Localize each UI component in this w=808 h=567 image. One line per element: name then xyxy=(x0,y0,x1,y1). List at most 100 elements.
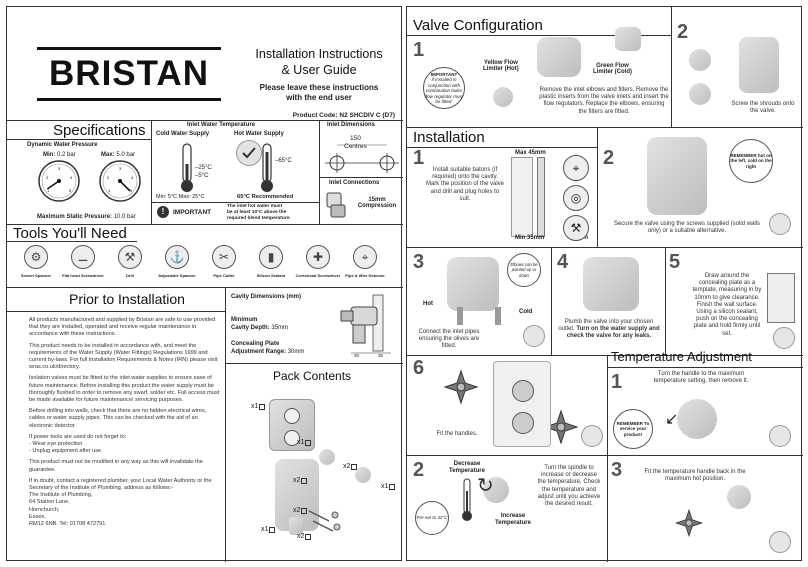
install-step6-number: 6 xyxy=(413,357,425,379)
prior-paragraph: This product must not be modified in any… xyxy=(29,459,203,473)
install-step3-number: 3 xyxy=(413,251,425,273)
cold-low: –5°C xyxy=(195,173,209,179)
crosshead-screwdriver-icon: ✚ xyxy=(306,245,330,269)
silicon-sealant-icon: ▮ xyxy=(259,245,283,269)
guide-subtitle-line1: Please leave these instructions xyxy=(259,83,379,92)
tools-heading: Tools You'll Need xyxy=(13,225,127,242)
concealing-plate-image xyxy=(269,399,315,451)
increase-label: Increase Temperature xyxy=(495,513,531,526)
gauge-tick-label: 3 xyxy=(58,166,61,171)
remember-callout: REMEMBER hot on the left, cold on the ri… xyxy=(729,139,773,183)
divider xyxy=(407,147,597,149)
preset-callout: Pre-set to 42°C xyxy=(415,501,449,535)
hot-label: Hot xyxy=(423,301,433,307)
valve-step2-text: Screw the shrouds onto the valve. xyxy=(731,101,795,115)
inlet-connections-title: Inlet Connections xyxy=(329,180,380,186)
handle-remove-image xyxy=(677,399,717,439)
divider xyxy=(151,120,153,224)
cavity-diagram xyxy=(340,294,391,354)
hot-limiter-label: Yellow Flow Limiter (Hot) xyxy=(483,60,519,72)
temp-step3-check-badge xyxy=(769,531,791,553)
screws-icon xyxy=(308,510,341,532)
important-note: The inlet hot water must be at least 10°… xyxy=(227,204,291,221)
arrow-icon: ↙ xyxy=(665,411,679,428)
shroud-image xyxy=(355,467,371,483)
guide-subtitle-line2: with the end user xyxy=(286,93,352,102)
prior-paragraph: Before drilling into walls, check that t… xyxy=(29,408,207,429)
temp-step1-number: 1 xyxy=(611,371,623,393)
pack-count: x2 xyxy=(297,533,312,540)
pressure-max-value: 5.0 bar xyxy=(116,152,136,158)
decrease-label: Decrease Temperature xyxy=(449,461,485,474)
install-step6-text: Fit the handles. xyxy=(436,431,478,437)
pack-count: x1 xyxy=(297,439,312,446)
pressure-min-value: 0.2 bar xyxy=(57,152,76,158)
inlet-connections-value: 15mm Compression xyxy=(357,197,397,209)
install-step5-text: Draw around the concealing plate as a te… xyxy=(692,273,762,337)
cross-handle-icon xyxy=(443,369,479,405)
prior-paragraph: RM12 6NB. Tel: 01708 472791 xyxy=(29,521,106,528)
gauge-tick-label: 1 xyxy=(108,188,111,193)
gauge-tick-label: 5 xyxy=(130,188,133,193)
hot-recommended: 65°C Recommended xyxy=(237,194,294,200)
divider xyxy=(671,7,673,127)
gauge-tick-label: 5 xyxy=(69,188,72,193)
divider xyxy=(319,177,403,179)
adjustable-spanner-icon: ⚓ xyxy=(165,245,189,269)
drill-icon: ⚒ xyxy=(563,215,589,241)
tool-label-silicon-sealant: Silicon Sealant xyxy=(256,273,286,278)
valve-step1-number: 1 xyxy=(413,39,425,61)
spindle-image xyxy=(289,517,303,535)
temp-step3-text: Fit the temperature handle back in the m… xyxy=(644,469,746,483)
divider xyxy=(665,247,667,355)
install-step1-text: Install suitable batons (if required) on… xyxy=(425,167,505,202)
pressure-gauge-min: 1 2 3 4 5 xyxy=(38,160,80,202)
min-label: Min 35mm xyxy=(515,235,545,241)
handle-image xyxy=(319,449,335,465)
product-code: Product Code: N2 SHCDIV C (D7) xyxy=(292,112,395,119)
divider xyxy=(151,202,319,204)
pressure-gauge-max: 1 2 3 4 5 xyxy=(99,160,141,202)
hot-thermometer xyxy=(261,143,273,192)
installation-heading: Installation xyxy=(413,129,485,146)
check-icon xyxy=(242,147,256,159)
pressure-min-label: Min: xyxy=(43,152,56,158)
cavity-dim-b: 35 xyxy=(378,353,384,358)
guide-title-line2: & User Guide xyxy=(281,63,357,77)
checkbox-icon xyxy=(305,439,312,446)
valve-elbow-left-image xyxy=(493,87,513,107)
gauge-tick-label: 2 xyxy=(107,175,110,180)
inlet-dimensions-value: 150 xyxy=(350,135,361,142)
pressure-title: Dynamic Water Pressure xyxy=(27,142,98,148)
spindle-adjust-image xyxy=(483,477,509,503)
temp-adjust-heading: Temperature Adjustment xyxy=(611,349,752,364)
valve-side-image xyxy=(739,37,779,93)
step2-check-badge xyxy=(769,213,791,235)
step5-check-badge xyxy=(773,327,795,349)
pack-count: x1 xyxy=(251,403,266,410)
handle-refit-image xyxy=(727,485,751,509)
elbows-callout: Elbows can be pointed up or down xyxy=(507,253,541,287)
prior-paragraph: Essex, xyxy=(29,513,46,520)
divider xyxy=(319,120,321,224)
valve-elbow-right-image xyxy=(615,27,641,51)
cavity-dim-a: 30 xyxy=(354,353,360,358)
divider xyxy=(607,367,803,369)
pack-heading: Pack Contents xyxy=(273,369,352,383)
inlet-dimensions-unit: Centres xyxy=(344,143,367,150)
checkbox-icon xyxy=(389,483,396,490)
important-icon: ! xyxy=(157,206,169,218)
hot-check-circle xyxy=(236,140,262,166)
checkbox-icon xyxy=(305,533,312,540)
pipe-wire-detector-icon: ⌖ xyxy=(353,245,377,269)
service-reminder-callout: REMEMBER To service your product! xyxy=(613,409,653,449)
checkbox-icon xyxy=(301,477,308,484)
cavity-concealing: Concealing Plate Adjustment Range: 30mm xyxy=(231,341,305,355)
divider xyxy=(407,247,803,249)
cavity-min: Minimum Cavity Depth: 35mm xyxy=(231,317,289,331)
prior-heading: Prior to Installation xyxy=(69,291,185,307)
cross-handle-icon xyxy=(674,508,704,538)
temp-step2-text: Turn the spindle to increase or decrease… xyxy=(537,465,601,508)
step6-check-badge xyxy=(581,425,603,447)
gauge-tick-label: 3 xyxy=(119,166,122,171)
